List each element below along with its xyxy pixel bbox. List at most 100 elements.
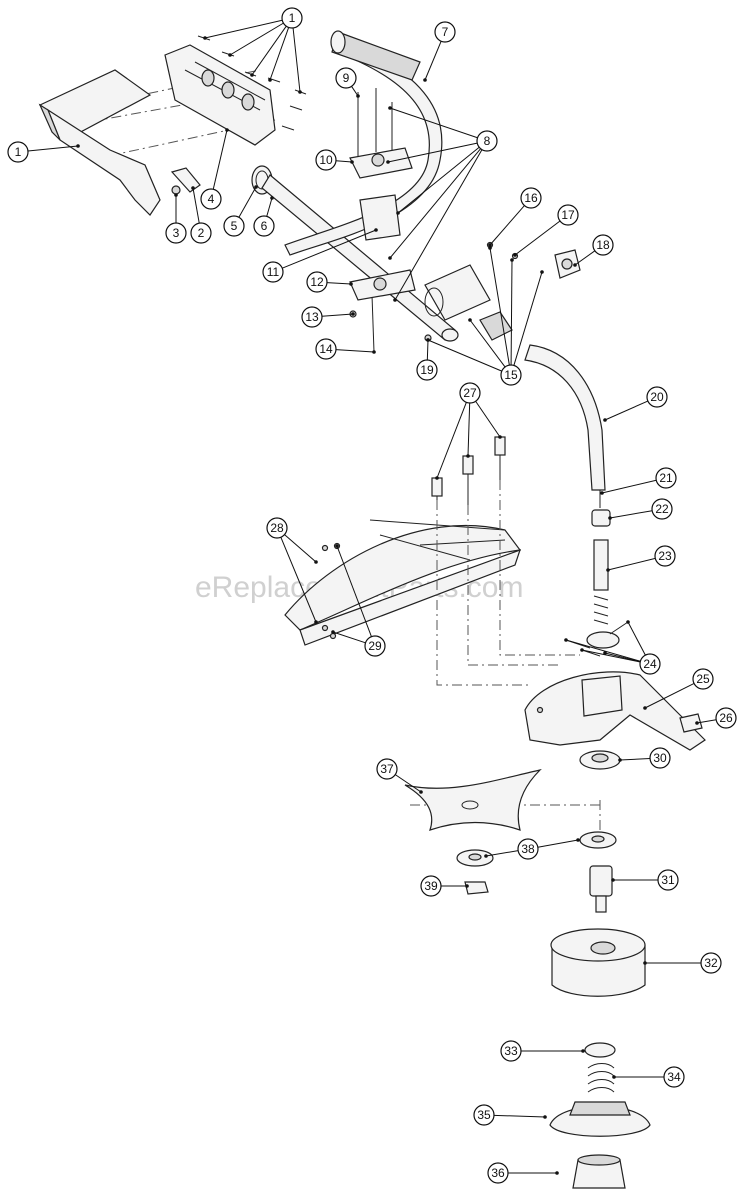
leader-line-6 — [266, 197, 273, 217]
leader-dot-1 — [76, 144, 80, 148]
callout-number: 27 — [463, 386, 477, 400]
callout-24: 24 — [639, 653, 661, 675]
leader-line-27 — [467, 402, 471, 457]
callout-circle — [315, 149, 337, 171]
callout-circle — [315, 338, 337, 360]
callout-2: 2 — [190, 222, 212, 244]
callout-25: 25 — [692, 668, 714, 690]
callout-33: 33 — [500, 1040, 522, 1062]
callout-number: 34 — [667, 1070, 681, 1084]
callout-number: 22 — [655, 502, 669, 516]
leader-line-37 — [395, 774, 422, 793]
callout-8: 8 — [476, 130, 498, 152]
leader-dot-38 — [484, 854, 488, 858]
callout-number: 5 — [231, 219, 238, 233]
leader-dot-27 — [498, 435, 502, 439]
callout-number: 16 — [524, 191, 538, 205]
callout-19: 19 — [416, 359, 438, 381]
callout-10: 10 — [315, 149, 337, 171]
callout-number: 1 — [289, 11, 296, 25]
callout-circle — [190, 222, 212, 244]
leader-line-14 — [335, 349, 375, 353]
leader-dot-8 — [393, 298, 397, 302]
callout-29: 29 — [364, 635, 386, 657]
callout-number: 17 — [561, 208, 575, 222]
callout-1: 1 — [7, 141, 29, 163]
callout-circle — [663, 1066, 685, 1088]
leader-dot-33 — [581, 1049, 585, 1053]
leader-line-23 — [607, 557, 656, 571]
leader-line-19 — [426, 339, 429, 361]
callout-circle — [700, 952, 722, 974]
leader-dot-29 — [335, 544, 339, 548]
leader-line-24 — [627, 621, 646, 656]
leader-line-17 — [514, 220, 561, 256]
leader-line-24 — [565, 639, 641, 662]
leader-dot-7 — [423, 78, 427, 82]
callout-31: 31 — [657, 869, 679, 891]
callout-number: 7 — [442, 25, 449, 39]
leader-dot-27 — [435, 476, 439, 480]
leader-line-9 — [351, 86, 359, 97]
callout-number: 25 — [696, 672, 710, 686]
leader-dot-30 — [618, 758, 622, 762]
callout-3: 3 — [165, 222, 187, 244]
callout-circle — [200, 188, 222, 210]
trimmer-head — [549, 928, 651, 1189]
handle-clamp-assembly — [349, 88, 416, 353]
callout-circle — [500, 364, 522, 386]
callout-number: 2 — [198, 226, 205, 240]
callout-circle — [364, 635, 386, 657]
callout-number: 35 — [477, 1108, 491, 1122]
callout-circle — [376, 758, 398, 780]
callout-number: 38 — [521, 842, 535, 856]
leader-line-16 — [489, 205, 525, 246]
leader-line-1 — [292, 27, 301, 93]
cutting-blade — [404, 768, 542, 831]
callout-circle — [335, 67, 357, 89]
leader-line-28 — [284, 534, 317, 563]
callout-number: 18 — [596, 238, 610, 252]
leader-dot-6 — [270, 196, 274, 200]
leader-line-2 — [192, 187, 200, 224]
callout-circle — [517, 838, 539, 860]
callout-circle — [715, 707, 737, 729]
callout-17: 17 — [557, 204, 579, 226]
leader-line-15 — [510, 259, 513, 366]
leader-dot-12 — [349, 282, 353, 286]
callout-circle — [301, 306, 323, 328]
callout-36: 36 — [487, 1162, 509, 1184]
leader-line-22 — [609, 510, 653, 519]
leader-dot-37 — [419, 790, 423, 794]
spool-adapter — [589, 865, 613, 913]
leader-dot-13 — [351, 312, 355, 316]
leader-dot-31 — [611, 878, 615, 882]
callout-circle — [262, 261, 284, 283]
leader-line-27 — [436, 402, 467, 479]
leader-dot-24 — [580, 648, 584, 652]
callout-circle — [557, 204, 579, 226]
callout-number: 31 — [661, 873, 675, 887]
leader-line-38 — [485, 850, 519, 857]
callout-number: 30 — [653, 751, 667, 765]
callout-number: 13 — [305, 310, 319, 324]
leader-dot-36 — [555, 1171, 559, 1175]
callout-circle — [473, 1104, 495, 1126]
leader-line-15 — [469, 319, 506, 368]
blade-washers — [456, 831, 617, 895]
callout-7: 7 — [434, 21, 456, 43]
leader-dot-1 — [268, 78, 272, 82]
gear-shaft-parts — [591, 490, 611, 625]
callout-number: 14 — [319, 342, 333, 356]
leader-line-25 — [644, 683, 695, 709]
callout-number: 39 — [424, 879, 438, 893]
leader-dot-15 — [510, 258, 514, 262]
callout-circle — [500, 1040, 522, 1062]
leader-line-20 — [604, 400, 649, 421]
leader-dot-35 — [543, 1115, 547, 1119]
leader-line-7 — [424, 41, 442, 81]
callout-circle — [459, 382, 481, 404]
leader-line-29 — [332, 631, 366, 644]
leader-dot-15 — [488, 246, 492, 250]
callout-27: 27 — [459, 382, 481, 404]
